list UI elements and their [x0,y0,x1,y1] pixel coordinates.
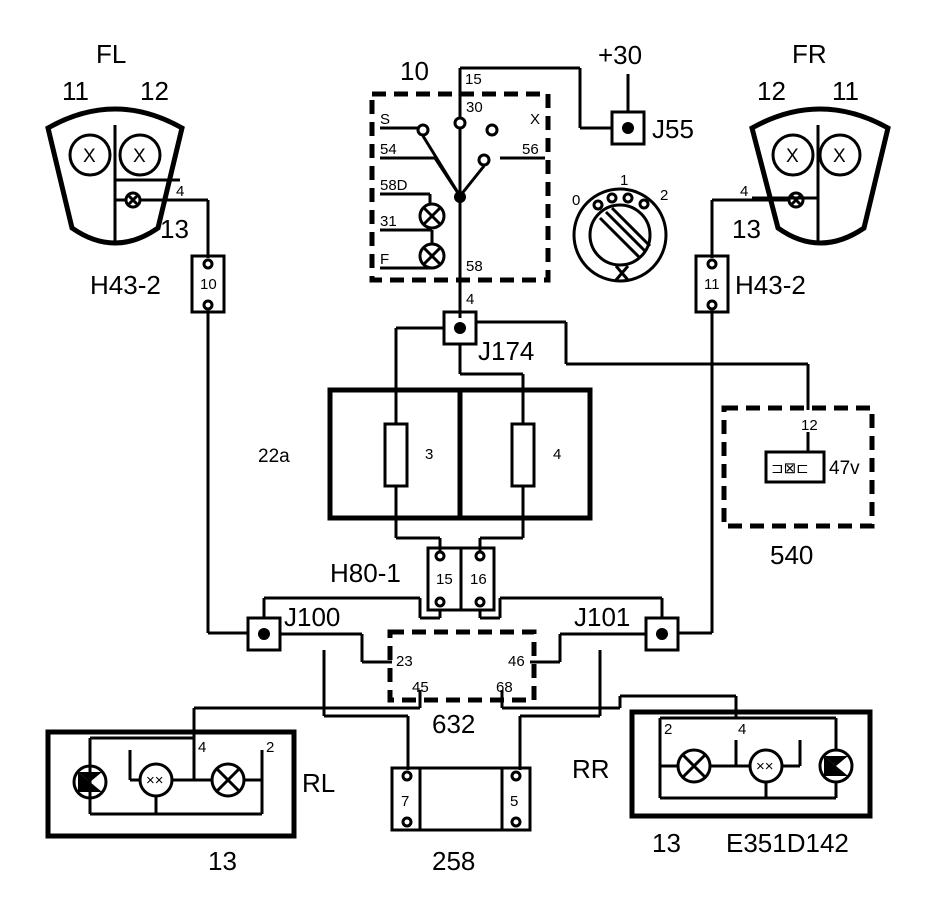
plus30-label: +30 [598,40,642,70]
relay-coil-symbol: ⊐⊠⊏ [771,460,809,477]
fl-11-label: 11 [62,76,89,106]
h43-left-connector [190,200,248,635]
bulb-x-symbol: X [786,146,799,167]
j101-label: J101 [574,602,630,632]
light-switch [369,66,612,318]
connector-258 [390,766,532,832]
switch-54-label: 54 [380,141,397,158]
front-left-lamp: X X [45,106,208,246]
j55-junction [610,74,646,146]
relay-number-label: 540 [770,540,813,570]
h43-right-label: H43-2 [735,270,806,300]
fuse-4-label: 4 [553,446,561,463]
c632-68-label: 68 [496,679,513,696]
switch-31-label: 31 [380,213,397,230]
fl-label: FL [96,39,126,69]
j174-label: J174 [478,336,534,366]
switch-56-label: 56 [522,141,539,158]
h80-15-label: 15 [436,571,453,588]
relay-code-label: 47v [829,458,860,479]
fr-11-label: 11 [832,76,859,106]
fr-12-label: 12 [757,76,786,106]
fl-pin-label: 4 [176,183,184,200]
fuse-3-label: 3 [425,446,433,463]
h80-label: H80-1 [330,558,401,588]
bulb-x-symbol: X [83,146,96,167]
rotary-knob-icon [572,187,668,283]
switch-15-label: 15 [465,71,482,88]
j55-label: J55 [652,114,694,144]
j100-junction [246,616,410,770]
switch-number: 10 [400,56,429,86]
rr-2-label: 2 [664,721,672,738]
front-right-lamp: X X [712,106,891,246]
h43-left-label: H43-2 [90,270,161,300]
c258-5-label: 5 [510,793,518,810]
rr-label: RR [572,754,610,784]
fr-pin-label: 4 [740,183,748,200]
rl-13-label: 13 [208,846,237,876]
connector-632 [192,629,738,738]
bulb-x-symbol: X [133,146,146,167]
h80-connector [262,546,664,620]
h43-left-pin: 10 [200,276,217,293]
c258-label: 258 [432,846,475,876]
c632-23-label: 23 [396,653,413,670]
h43-right-pin: 11 [704,276,720,293]
fr-13-label: 13 [732,214,761,244]
switch-x-label: X [530,111,540,128]
c632-45-label: 45 [412,679,429,696]
c258-7-label: 7 [401,793,409,810]
bulb-xx-symbol: ×× [756,758,774,775]
j100-label: J100 [284,602,340,632]
j101-junction [518,616,680,770]
fl-13-label: 13 [160,214,189,244]
relay-pin-label: 12 [801,417,818,434]
switch-58d-label: 58D [380,177,408,194]
knob-1-label: 1 [620,172,628,189]
rr-4-label: 4 [738,721,746,738]
bulb-xx-symbol: ×× [146,772,164,789]
fuse-block [327,387,593,552]
relay-540: ⊐⊠⊏ [721,405,875,529]
knob-2-label: 2 [660,187,668,204]
bulb-x-symbol: X [833,146,846,167]
switch-58-label: 58 [466,258,483,275]
switch-s-label: S [380,111,390,128]
c632-46-label: 46 [508,653,525,670]
h80-16-label: 16 [470,571,487,588]
knob-0-label: 0 [572,192,580,209]
rear-left-lamp: ×× [45,729,297,839]
fr-label: FR [792,39,827,69]
rl-4-label: 4 [198,739,206,756]
rr-13-label: 13 [652,828,681,858]
switch-30-label: 30 [466,99,483,116]
fl-12-label: 12 [140,76,169,106]
c632-label: 632 [432,709,475,739]
diagram-code: E351D142 [726,828,849,858]
rear-right-lamp: ×× [629,709,873,819]
fuse-block-label: 22a [258,446,290,467]
rl-2-label: 2 [266,739,274,756]
switch-f-label: F [380,251,389,268]
h43-right-connector [677,200,730,635]
j174-pin-label: 4 [466,291,474,308]
j174-junction [394,310,810,424]
rl-label: RL [302,768,335,798]
